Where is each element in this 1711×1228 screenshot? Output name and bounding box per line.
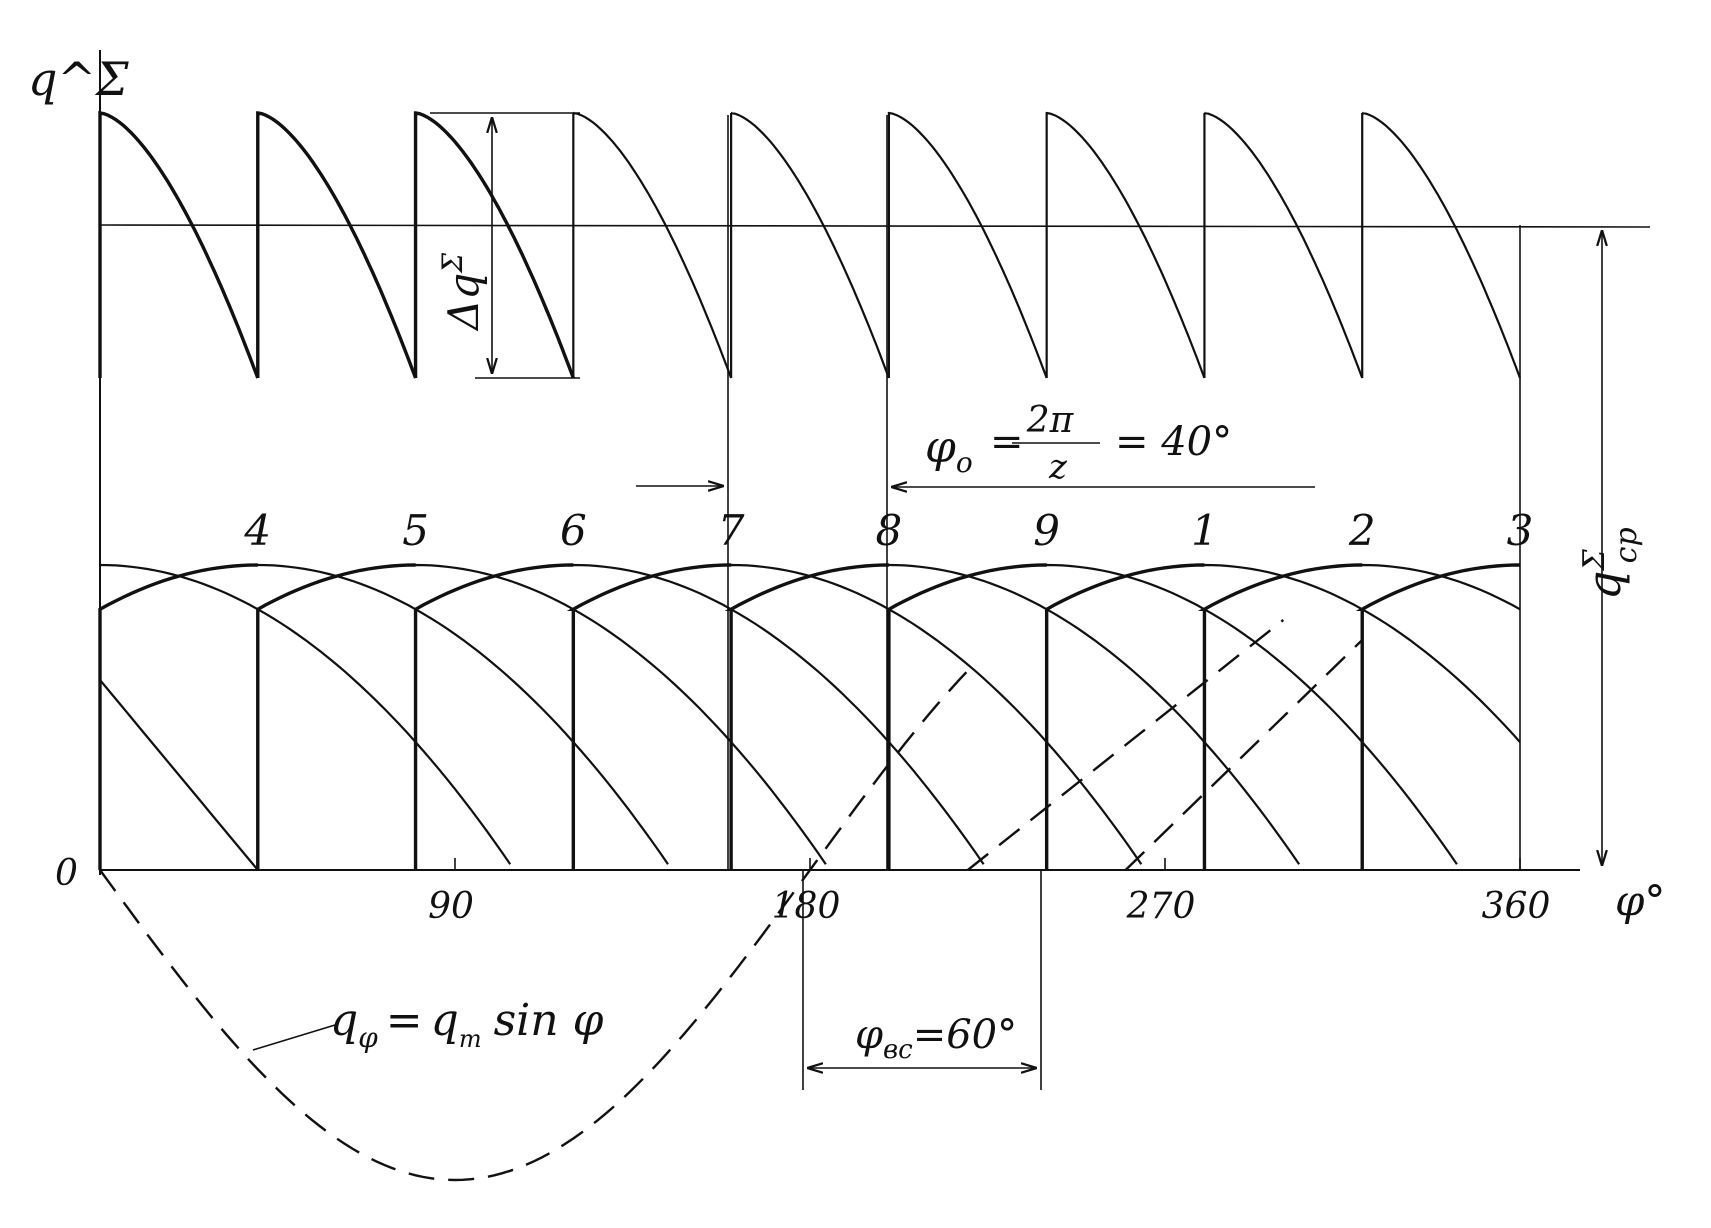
- svg-text:=: =: [990, 419, 1024, 465]
- x-tick-label-270: 270: [1126, 886, 1196, 927]
- svg-text:z: z: [1048, 447, 1068, 487]
- piston-arc-3: [257, 563, 827, 865]
- x-tick-label-360: 360: [1482, 886, 1551, 927]
- envelope-segment-7: [1044, 563, 1205, 870]
- piston-label-7: 7: [718, 506, 745, 555]
- dashed-curves: [99, 619, 1364, 1182]
- envelope-segment-3: [413, 563, 574, 870]
- envelope-segment-6: [887, 563, 1047, 870]
- svg-text:2π: 2π: [1026, 400, 1075, 441]
- piston-arc-4: [415, 563, 985, 865]
- x-axis-label: φ°: [1615, 876, 1665, 925]
- piston-label-1: 1: [1191, 506, 1218, 555]
- envelope-segment-4: [566, 563, 732, 870]
- summary-flow-sawtooth: [98, 110, 1522, 379]
- q-avg-label: qΣср: [1577, 527, 1644, 600]
- piston-arc-7: [888, 563, 1458, 865]
- piston-label-6: 6: [560, 506, 587, 555]
- saw-tooth-8: [1203, 111, 1364, 379]
- x-tick-label-90: 90: [428, 886, 474, 927]
- phi-inlet-label: φвс=60°: [855, 1012, 1017, 1065]
- piston-label-8: 8: [876, 506, 903, 555]
- origin-label: 0: [55, 853, 78, 894]
- piston-label-9: 9: [1033, 506, 1060, 555]
- piston-arc-6: [730, 563, 1301, 865]
- svg-text:= 40°: = 40°: [1115, 419, 1232, 465]
- envelope-segment-1: [98, 563, 258, 870]
- envelope-segment-5: [724, 563, 889, 870]
- saw-tooth-4: [572, 111, 733, 379]
- piston-arc-5: [572, 563, 1143, 865]
- lower-envelope: [98, 563, 1521, 871]
- envelope-segment-9: [1355, 563, 1521, 870]
- saw-tooth-3: [413, 111, 575, 379]
- envelope-segment-2: [256, 563, 416, 870]
- saw-tooth-6: [887, 111, 1048, 379]
- phi0-formula: φo = 2π z = 40°: [925, 400, 1232, 487]
- delta-q-label: ΔqΣ: [436, 253, 488, 332]
- formula-leader: [252, 1024, 336, 1051]
- piston-arcs: [99, 563, 1521, 865]
- sine-curve-dashed: [99, 669, 969, 1182]
- saw-tooth-5: [730, 111, 890, 379]
- saw-tooth-9: [1361, 111, 1522, 379]
- saw-tooth-2: [256, 111, 418, 379]
- envelope-segment-8: [1197, 563, 1363, 870]
- piston-arc-10: [1361, 563, 1521, 611]
- dashed-line-1: [967, 619, 1285, 871]
- average-level-line: [99, 224, 1651, 228]
- saw-tooth-1: [98, 110, 260, 379]
- dashed-line-2: [1124, 639, 1364, 871]
- svg-text:φo: φo: [925, 422, 973, 479]
- piston-arc-2: [99, 563, 669, 865]
- piston-label-2: 2: [1348, 506, 1376, 555]
- piston-arc-1: [99, 563, 512, 865]
- piston-label-4: 4: [243, 506, 271, 555]
- y-axis-label: q^Σ: [28, 52, 129, 106]
- piston-label-5: 5: [402, 506, 429, 555]
- saw-tooth-7: [1045, 111, 1206, 379]
- envelope-inner-0: [99, 679, 259, 871]
